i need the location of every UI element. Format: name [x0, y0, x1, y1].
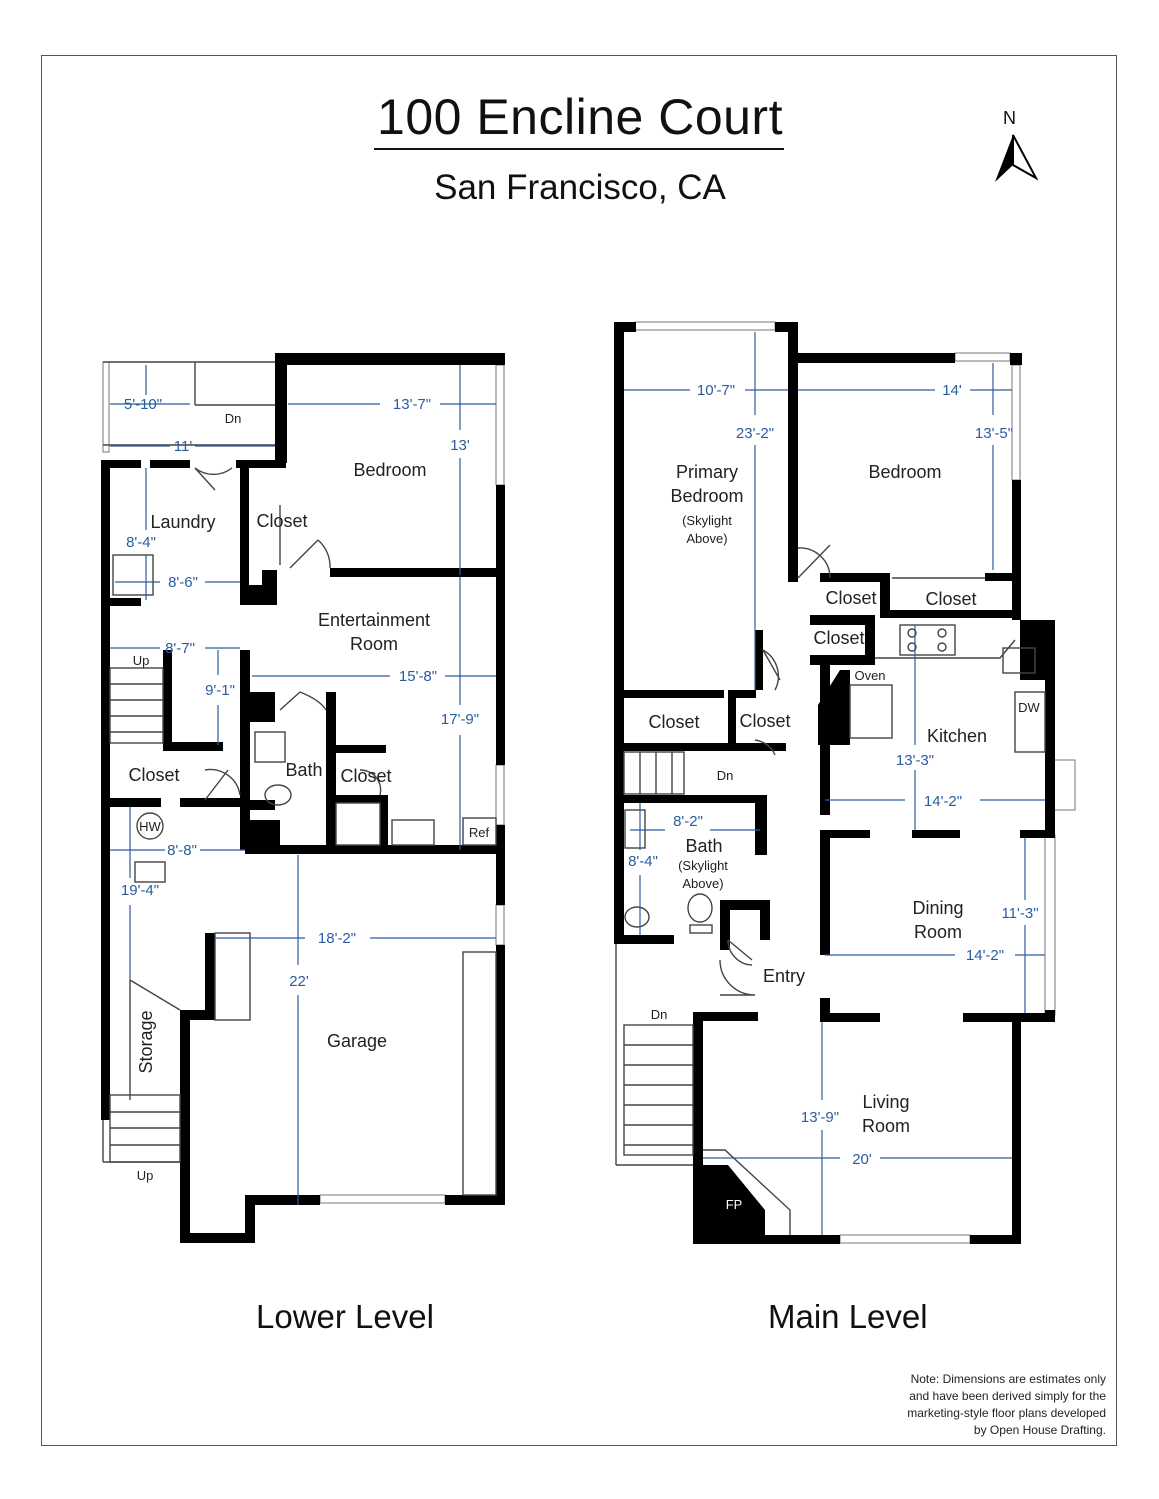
main-closet-label-4: Closet — [648, 712, 699, 732]
lower-dim-hall-width: 8'-7" — [165, 640, 195, 657]
lower-dim-ent-depth: 17'-9" — [441, 711, 479, 728]
main-closet-label-2: Closet — [925, 589, 976, 609]
lower-water-heater-label: HW — [139, 819, 161, 834]
note-line-2: and have been derived simply for the — [909, 1389, 1106, 1403]
note-line-1: Note: Dimensions are estimates only — [910, 1372, 1106, 1386]
lower-bath-label: Bath — [285, 760, 322, 780]
main-dim-primary-width: 10'-7" — [697, 382, 735, 399]
main-dim-bath-width: 8'-2" — [673, 813, 703, 830]
main-dim-kitchen-depth: 13'-3" — [896, 752, 934, 769]
lower-dimension-lines — [110, 365, 496, 1205]
lower-closet-label-3: Closet — [128, 765, 179, 785]
note-line-4: by Open House Drafting. — [973, 1423, 1106, 1437]
main-dim-kitchen-width: 14'-2" — [924, 793, 962, 810]
lower-dim-entry-width: 5'-10" — [124, 396, 162, 413]
stairs-lower-up — [109, 667, 164, 744]
primary-bedroom-label-3: (Skylight — [682, 513, 732, 528]
dining-room-label-2: Room — [914, 922, 962, 942]
main-dim-bedroom-depth: 13'-5" — [975, 425, 1013, 442]
lower-entertainment-label-2: Room — [350, 634, 398, 654]
lower-laundry-label: Laundry — [150, 512, 215, 532]
page-subtitle: San Francisco, CA — [434, 168, 726, 207]
lower-fridge-label: Ref — [469, 825, 490, 840]
lower-entertainment-label-1: Entertainment — [318, 610, 430, 630]
lower-level-label: Lower Level — [256, 1298, 434, 1335]
main-dim-bath-depth: 8'-4" — [628, 853, 658, 870]
page-frame — [41, 55, 1117, 1446]
main-closet-label-1: Closet — [825, 588, 876, 608]
lower-dim-laundry-width: 8'-6" — [168, 574, 198, 591]
main-dim-primary-depth: 23'-2" — [736, 425, 774, 442]
main-dim-living-depth: 13'-9" — [801, 1109, 839, 1126]
lower-dim-storage-width: 8'-8" — [167, 842, 197, 859]
main-dim-dining-width: 14'-2" — [966, 947, 1004, 964]
primary-bedroom-label-4: Above) — [686, 531, 727, 546]
lower-dim-garage-width: 18'-2" — [318, 930, 356, 947]
dining-room-label-1: Dining — [912, 898, 963, 918]
stairs-entry-down — [623, 1024, 694, 1156]
lower-level-plan — [101, 353, 505, 1243]
living-room-label-2: Room — [862, 1116, 910, 1136]
main-stairs-down-label: Dn — [717, 768, 734, 783]
oven-label: Oven — [854, 668, 885, 683]
stairs-garage-up — [109, 979, 181, 1163]
lower-dim-bedroom-depth: 13' — [450, 437, 470, 454]
stairs-main-down — [623, 751, 685, 795]
main-dim-bedroom-width: 14' — [942, 382, 962, 399]
lower-dim-garage-depth: 22' — [289, 973, 309, 990]
north-arrow-icon — [995, 134, 1039, 182]
main-dimension-lines — [624, 332, 1045, 1235]
main-level-label: Main Level — [768, 1298, 928, 1335]
living-room-label-1: Living — [862, 1092, 909, 1112]
lower-stairs-up-label: Up — [133, 653, 150, 668]
main-dim-living-width: 20' — [852, 1151, 872, 1168]
lower-dim-landing: 11' — [174, 438, 193, 455]
kitchen-label: Kitchen — [927, 726, 987, 746]
page-title: 100 Encline Court — [377, 89, 783, 145]
main-level-plan — [614, 321, 1076, 1244]
main-closet-label-5: Closet — [739, 711, 790, 731]
primary-bedroom-label-2: Bedroom — [670, 486, 743, 506]
lower-dim-storage-depth: 19'-4" — [121, 882, 159, 899]
lower-closet-label-2: Closet — [340, 766, 391, 786]
main-bath-label-1: Bath — [685, 836, 722, 856]
main-bath-label-3: Above) — [682, 876, 723, 891]
north-label: N — [1003, 108, 1016, 128]
main-bedroom-label: Bedroom — [868, 462, 941, 482]
dishwasher-label: DW — [1018, 700, 1040, 715]
lower-closet-label-1: Closet — [256, 511, 307, 531]
lower-storage-label: Storage — [136, 1010, 156, 1073]
main-closet-label-3: Closet — [813, 628, 864, 648]
note-line-3: marketing-style floor plans developed — [907, 1406, 1106, 1420]
lower-dim-laundry-depth: 8'-4" — [126, 534, 156, 551]
primary-bedroom-label-1: Primary — [676, 462, 738, 482]
lower-bedroom-label: Bedroom — [353, 460, 426, 480]
lower-dim-hall-depth: 9'-1" — [205, 682, 235, 699]
dimensions-note: Note: Dimensions are estimates only and … — [840, 1371, 1106, 1439]
entry-label: Entry — [763, 966, 805, 986]
title-underline — [374, 148, 784, 150]
main-bath-label-2: (Skylight — [678, 858, 728, 873]
lower-dim-ent-width: 15'-8" — [399, 668, 437, 685]
main-dim-dining-depth: 11'-3" — [1001, 905, 1038, 922]
lower-garage-label: Garage — [327, 1031, 387, 1051]
lower-dim-bedroom-width: 13'-7" — [393, 396, 431, 413]
lower-garage-stairs-up-label: Up — [137, 1168, 154, 1183]
fireplace-label: FP — [726, 1197, 743, 1212]
lower-exterior-stairs-down-label: Dn — [225, 411, 242, 426]
entry-stairs-down-label: Dn — [651, 1007, 668, 1022]
